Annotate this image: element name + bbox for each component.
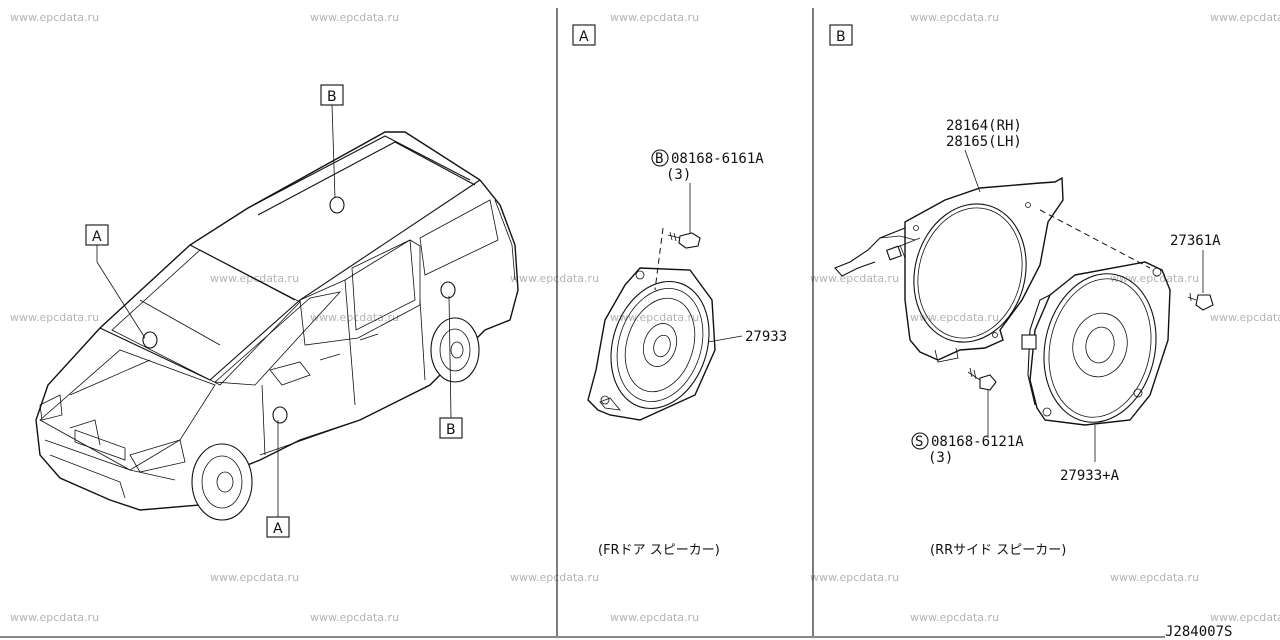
panel-b-caption: (RRサイド スピーカー) bbox=[930, 543, 1066, 558]
callout-label: A bbox=[273, 521, 283, 537]
vehicle-illustration bbox=[35, 131, 519, 521]
speaker-marker-a-upper bbox=[142, 331, 158, 349]
callout-label: B bbox=[446, 422, 456, 438]
screw-part-number: 08168-6121A bbox=[931, 434, 1024, 450]
screw-symbol-icon bbox=[911, 432, 929, 450]
bolt-symbol-icon bbox=[651, 149, 669, 167]
screw-quantity: (3) bbox=[928, 450, 953, 466]
panel-a-title-box bbox=[572, 24, 596, 46]
watermark-text: www.epcdata.ru bbox=[510, 571, 599, 584]
watermark-text: www.epcdata.ru bbox=[610, 311, 699, 324]
front-speaker-part-number: 27933 bbox=[745, 329, 787, 345]
watermark-text: www.epcdata.ru bbox=[1210, 611, 1280, 624]
speaker-bracket-icon bbox=[834, 176, 1064, 363]
watermark-text: www.epcdata.ru bbox=[610, 11, 699, 24]
speaker-marker-b-upper bbox=[329, 196, 345, 214]
watermark-text: www.epcdata.ru bbox=[310, 611, 399, 624]
watermark-text: www.epcdata.ru bbox=[910, 611, 999, 624]
bracket-rh-part-number: 28164(RH) bbox=[946, 118, 1022, 134]
callout-b-upper: B bbox=[320, 84, 344, 199]
screw-icon bbox=[967, 367, 997, 391]
bolt-part-number: 08168-6161A bbox=[671, 151, 764, 167]
watermark-text: www.epcdata.ru bbox=[610, 611, 699, 624]
watermark-text: www.epcdata.ru bbox=[1210, 11, 1280, 24]
front-speaker-icon bbox=[587, 267, 716, 421]
screw-symbol: S bbox=[915, 434, 923, 450]
speaker-marker-b-lower bbox=[440, 281, 456, 299]
speaker-marker-a-lower bbox=[272, 406, 288, 424]
panel-b: B 28164(RH) 28165(LH) 27361A bbox=[829, 24, 1221, 558]
clip-part-number: 27361A bbox=[1170, 233, 1221, 249]
callout-label: A bbox=[92, 229, 102, 245]
watermark-text: www.epcdata.ru bbox=[210, 571, 299, 584]
callout-b-lower: B bbox=[439, 295, 463, 439]
watermark-text: www.epcdata.ru bbox=[1210, 311, 1280, 324]
watermark-text: www.epcdata.ru bbox=[510, 272, 599, 285]
rear-speaker-icon bbox=[1021, 261, 1171, 426]
watermark-text: www.epcdata.ru bbox=[910, 311, 999, 324]
bolt-symbol: B bbox=[655, 151, 663, 167]
watermark-text: www.epcdata.ru bbox=[310, 311, 399, 324]
watermark-text: www.epcdata.ru bbox=[1110, 272, 1199, 285]
callout-a-lower: A bbox=[266, 420, 290, 538]
watermark-text: www.epcdata.ru bbox=[910, 11, 999, 24]
bracket-lh-part-number: 28165(LH) bbox=[946, 134, 1022, 150]
panel-b-title-box bbox=[829, 24, 853, 46]
callout-label: B bbox=[327, 89, 337, 105]
panel-a-title: A bbox=[579, 29, 589, 45]
watermark-text: www.epcdata.ru bbox=[810, 272, 899, 285]
panel-a-caption: (FRドア スピーカー) bbox=[598, 543, 720, 558]
clip-icon bbox=[1187, 292, 1214, 311]
watermark-text: www.epcdata.ru bbox=[10, 11, 99, 24]
callout-a-upper: A bbox=[85, 224, 146, 339]
watermark-text: www.epcdata.ru bbox=[310, 11, 399, 24]
watermark-text: www.epcdata.ru bbox=[1110, 571, 1199, 584]
panel-a: A B 08168-6161A (3) 27933 bbox=[572, 24, 787, 558]
bolt-icon bbox=[667, 231, 701, 249]
diagram-id: J284007S bbox=[1165, 624, 1232, 640]
watermark-text: www.epcdata.ru bbox=[10, 611, 99, 624]
watermark-layer: www.epcdata.ru www.epcdata.ru www.epcdat… bbox=[10, 11, 1280, 624]
watermark-text: www.epcdata.ru bbox=[10, 311, 99, 324]
bolt-quantity: (3) bbox=[666, 167, 691, 183]
rear-speaker-part-number: 27933+A bbox=[1060, 468, 1120, 484]
watermark-text: www.epcdata.ru bbox=[810, 571, 899, 584]
panel-b-title: B bbox=[836, 29, 846, 45]
